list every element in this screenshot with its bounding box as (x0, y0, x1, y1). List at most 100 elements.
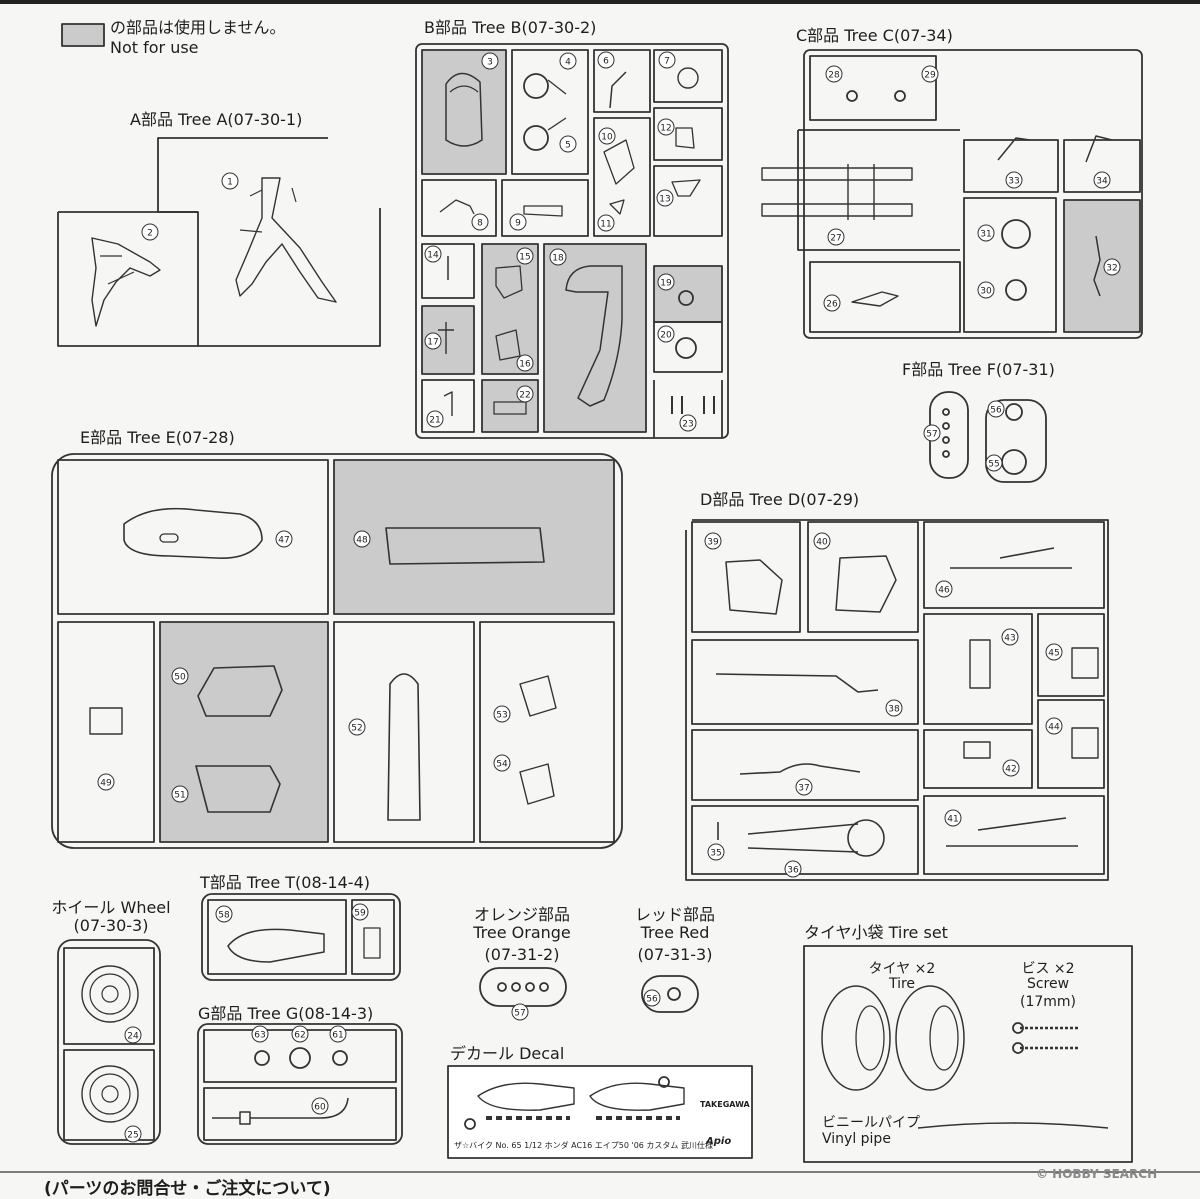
svg-text:11: 11 (600, 220, 611, 230)
tree-d (685, 519, 1109, 881)
part-marker-12: 12 (657, 118, 675, 136)
svg-text:57: 57 (514, 1009, 525, 1019)
part-marker-30: 30 (977, 281, 995, 299)
part-marker-51: 51 (171, 785, 189, 803)
tree-a (57, 137, 381, 347)
tree-e-label: E部品 Tree E(07-28) (80, 428, 235, 447)
svg-text:16: 16 (519, 360, 531, 370)
tire-set (803, 945, 1133, 1163)
tree-g-label: G部品 Tree G(08-14-3) (198, 1004, 374, 1023)
svg-text:55: 55 (988, 460, 999, 470)
part-marker-38: 38 (885, 699, 903, 717)
part-marker-31: 31 (977, 224, 995, 242)
svg-text:26: 26 (826, 300, 838, 310)
svg-text:10: 10 (601, 133, 613, 143)
svg-text:24: 24 (127, 1032, 139, 1042)
part-marker-57: 57 (923, 424, 941, 442)
vinyl-pipe-jp: ビニールパイプ (822, 1115, 920, 1131)
part-marker-34: 34 (1093, 171, 1111, 189)
svg-text:57: 57 (926, 430, 937, 440)
svg-text:18: 18 (552, 254, 564, 264)
part-marker-1: 1 (221, 172, 239, 190)
svg-text:33: 33 (1008, 177, 1019, 187)
tire-jp: タイヤ ×2 (868, 961, 936, 977)
svg-text:37: 37 (798, 784, 809, 794)
svg-text:28: 28 (828, 71, 840, 81)
svg-text:7: 7 (664, 57, 670, 67)
part-marker-17: 17 (424, 332, 442, 350)
screw-jp: ビス ×2 (1021, 961, 1075, 977)
part-marker-55: 55 (985, 454, 1003, 472)
tree-a-label: A部品 Tree A(07-30-1) (130, 110, 303, 129)
part-marker-50: 50 (171, 667, 189, 685)
tree-b (415, 43, 729, 439)
svg-text:36: 36 (787, 866, 799, 876)
part-marker-21: 21 (426, 410, 444, 428)
tree-e (51, 453, 623, 849)
part-marker-23: 23 (679, 414, 697, 432)
part-marker-37: 37 (795, 778, 813, 796)
svg-text:1: 1 (227, 178, 233, 188)
svg-text:53: 53 (496, 711, 507, 721)
part-marker-6: 6 (597, 51, 615, 69)
svg-text:47: 47 (278, 536, 289, 546)
vinyl-pipe-en: Vinyl pipe (822, 1131, 891, 1147)
part-marker-62: 62 (291, 1025, 309, 1043)
tree-orange (479, 967, 567, 1007)
part-marker-63: 63 (251, 1025, 269, 1043)
wheel-label-1: ホイール Wheel (51, 898, 171, 917)
svg-text:56: 56 (990, 406, 1002, 416)
svg-text:22: 22 (519, 391, 530, 401)
svg-text:17: 17 (427, 338, 438, 348)
svg-text:43: 43 (1004, 634, 1015, 644)
part-marker-2: 2 (141, 223, 159, 241)
part-marker-24: 24 (124, 1026, 142, 1044)
part-marker-3: 3 (481, 52, 499, 70)
part-marker-14: 14 (424, 245, 442, 263)
svg-text:38: 38 (888, 705, 900, 715)
svg-text:20: 20 (660, 331, 672, 341)
footer-inquiry: (パーツのお問合せ・ご注文について) (44, 1179, 331, 1199)
svg-text:62: 62 (294, 1031, 305, 1041)
red-label-1: レッド部品 (634, 905, 715, 924)
part-marker-57: 57 (511, 1003, 529, 1021)
part-marker-11: 11 (597, 214, 615, 232)
svg-text:32: 32 (1106, 264, 1117, 274)
part-marker-27: 27 (827, 228, 845, 246)
tire-set-title: タイヤ小袋 Tire set (804, 923, 948, 942)
legend-text-en: Not for use (110, 38, 199, 57)
svg-text:4: 4 (565, 58, 571, 68)
orange-label-2: Tree Orange (473, 923, 571, 942)
part-marker-25: 25 (124, 1125, 142, 1143)
svg-text:19: 19 (660, 279, 672, 289)
part-marker-42: 42 (1002, 759, 1020, 777)
svg-text:25: 25 (127, 1131, 138, 1141)
svg-text:44: 44 (1048, 723, 1060, 733)
part-marker-45: 45 (1045, 643, 1063, 661)
part-marker-10: 10 (598, 127, 616, 145)
tree-t-label: T部品 Tree T(08-14-4) (200, 873, 370, 892)
part-marker-19: 19 (657, 273, 675, 291)
part-marker-32: 32 (1103, 258, 1121, 276)
svg-text:8: 8 (477, 219, 483, 229)
svg-text:3: 3 (487, 58, 493, 68)
svg-text:23: 23 (682, 420, 693, 430)
part-marker-41: 41 (944, 809, 962, 827)
svg-text:5: 5 (565, 141, 571, 151)
part-marker-22: 22 (516, 385, 534, 403)
screw-size: (17mm) (1019, 994, 1076, 1010)
svg-text:60: 60 (314, 1103, 326, 1113)
part-marker-40: 40 (813, 532, 831, 550)
part-marker-5: 5 (559, 135, 577, 153)
part-marker-15: 15 (516, 247, 534, 265)
tree-c (761, 49, 1143, 339)
part-marker-20: 20 (657, 325, 675, 343)
wheel-label-2: (07-30-3) (73, 916, 149, 935)
decal-caption: ザ☆バイク No. 65 1/12 ホンダ AC16 エイプ50 '06 カスタ… (454, 1141, 713, 1150)
svg-text:6: 6 (603, 57, 609, 67)
part-marker-53: 53 (493, 705, 511, 723)
part-marker-18: 18 (549, 248, 567, 266)
svg-text:39: 39 (707, 538, 719, 548)
svg-text:45: 45 (1048, 649, 1059, 659)
